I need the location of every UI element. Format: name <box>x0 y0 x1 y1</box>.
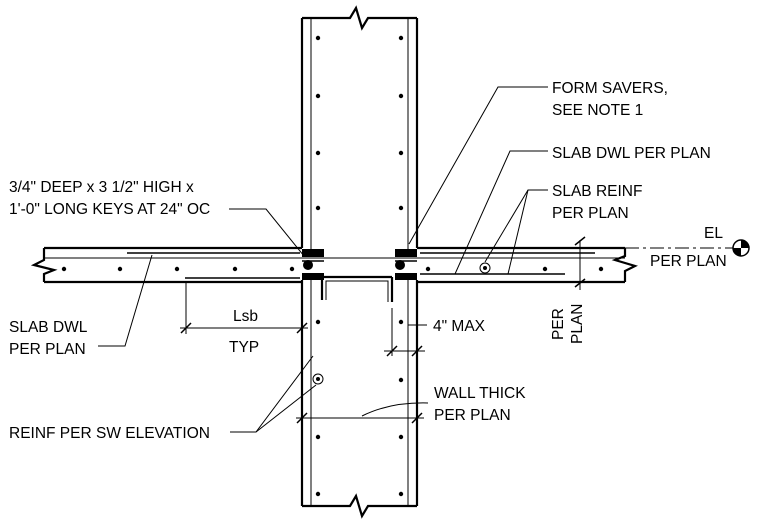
leader-reinf-sw-1 <box>230 355 314 433</box>
hooked-bar-inner <box>325 280 389 302</box>
leader-slab-dwl-left <box>98 254 153 347</box>
label-keys-1: 3/4" DEEP x 3 1/2" HIGH x <box>9 179 194 196</box>
wall-rebar-dots <box>315 35 404 497</box>
label-keys-2: 1'-0" LONG KEYS AT 24" OC <box>9 201 210 218</box>
form-saver-bottom-right <box>395 273 417 280</box>
label-plan-vertical: PLAN <box>569 304 586 345</box>
wall-bar-marker <box>312 373 324 385</box>
label-4-max: 4" MAX <box>433 318 486 335</box>
label-slab-dwl-left-2: PER PLAN <box>9 341 86 358</box>
label-reinf-sw: REINF PER SW ELEVATION <box>9 425 210 442</box>
form-saver-ball-right <box>395 260 405 270</box>
hooked-bar-left <box>320 275 392 300</box>
labels: FORM SAVERS, SEE NOTE 1 SLAB DWL PER PLA… <box>9 80 727 442</box>
label-slab-dwl-left-1: SLAB DWL <box>9 319 88 336</box>
slab-left-break <box>30 248 58 282</box>
label-el-per-plan: PER PLAN <box>650 253 727 270</box>
wall <box>300 5 419 519</box>
slab-rebar-dots <box>61 266 604 272</box>
form-saver-ball-left <box>303 260 313 270</box>
label-el: EL <box>704 225 723 242</box>
leader-slab-reinf-2 <box>507 189 529 275</box>
dimensions <box>180 236 586 424</box>
leader-slab-dwl-right <box>454 150 548 275</box>
label-per-vertical: PER <box>550 308 567 340</box>
wall-top-break <box>302 5 417 31</box>
label-typ: TYP <box>229 339 259 356</box>
form-saver-top-right <box>395 249 417 257</box>
leader-slab-reinf-1 <box>484 189 548 263</box>
elevation-marker <box>625 239 750 257</box>
slab-right-break <box>611 248 638 282</box>
form-saver-top-left <box>302 249 324 257</box>
label-lsb: Lsb <box>233 308 258 325</box>
label-slab-dwl-right: SLAB DWL PER PLAN <box>552 145 711 162</box>
label-form-savers-1: FORM SAVERS, <box>552 80 668 97</box>
leader-keys <box>229 208 305 257</box>
form-savers <box>302 249 417 280</box>
label-form-savers-2: SEE NOTE 1 <box>552 102 643 119</box>
form-saver-bottom-left <box>302 273 324 280</box>
slab-bar-marker <box>479 262 491 274</box>
slab <box>30 246 638 302</box>
leader-wall-thick <box>361 402 429 417</box>
label-slab-reinf-1: SLAB REINF <box>552 183 642 200</box>
leader-form-savers <box>408 86 548 245</box>
label-wall-thick-2: PER PLAN <box>434 407 511 424</box>
wall-bottom-break <box>302 493 417 519</box>
leaders <box>98 86 548 433</box>
label-wall-thick-1: WALL THICK <box>434 385 526 402</box>
label-slab-reinf-2: PER PLAN <box>552 205 629 222</box>
leader-reinf-sw-2 <box>255 384 317 433</box>
